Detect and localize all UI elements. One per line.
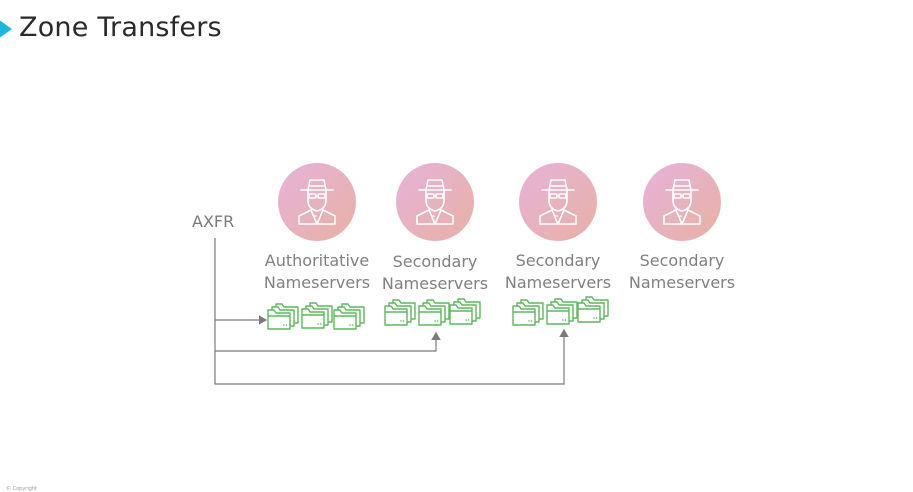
spy-avatar-icon bbox=[277, 162, 357, 242]
zone-file-icon bbox=[577, 296, 609, 323]
zone-file-icon bbox=[267, 303, 299, 330]
server-label-secondary-2: Secondary Nameservers bbox=[498, 250, 618, 294]
server-label-line2: Nameservers bbox=[381, 274, 489, 293]
spy-avatar-icon bbox=[518, 162, 598, 242]
server-label-line1: Authoritative bbox=[264, 251, 370, 270]
brand-logo bbox=[0, 20, 12, 38]
zone-file-icon bbox=[449, 298, 481, 325]
page-title: Zone Transfers bbox=[19, 12, 222, 43]
zone-file-icon bbox=[418, 299, 450, 326]
server-label-line2: Nameservers bbox=[263, 273, 371, 292]
zone-file-icon bbox=[333, 303, 365, 330]
zone-file-icon bbox=[301, 302, 333, 329]
server-label-line1: Secondary bbox=[515, 251, 601, 270]
zone-file-icon bbox=[512, 299, 544, 326]
axfr-arrow-to-secondary-1 bbox=[215, 331, 441, 352]
server-label-secondary-1: Secondary Nameservers bbox=[375, 251, 495, 295]
spy-avatar-icon bbox=[395, 162, 475, 242]
axfr-label: AXFR bbox=[192, 212, 235, 231]
server-label-secondary-3: Secondary Nameservers bbox=[622, 250, 742, 294]
server-label-line2: Nameservers bbox=[504, 273, 612, 292]
server-label-line1: Secondary bbox=[392, 252, 478, 271]
copyright-footer: © Copyright bbox=[6, 486, 38, 492]
zone-file-icon bbox=[546, 298, 578, 325]
server-label-line1: Secondary bbox=[639, 251, 725, 270]
spy-avatar-icon bbox=[642, 162, 722, 242]
zone-file-icon bbox=[384, 299, 416, 326]
axfr-arrow-to-secondary-2 bbox=[214, 238, 569, 385]
server-label-authoritative: Authoritative Nameservers bbox=[257, 250, 377, 294]
server-label-line2: Nameservers bbox=[628, 273, 736, 292]
